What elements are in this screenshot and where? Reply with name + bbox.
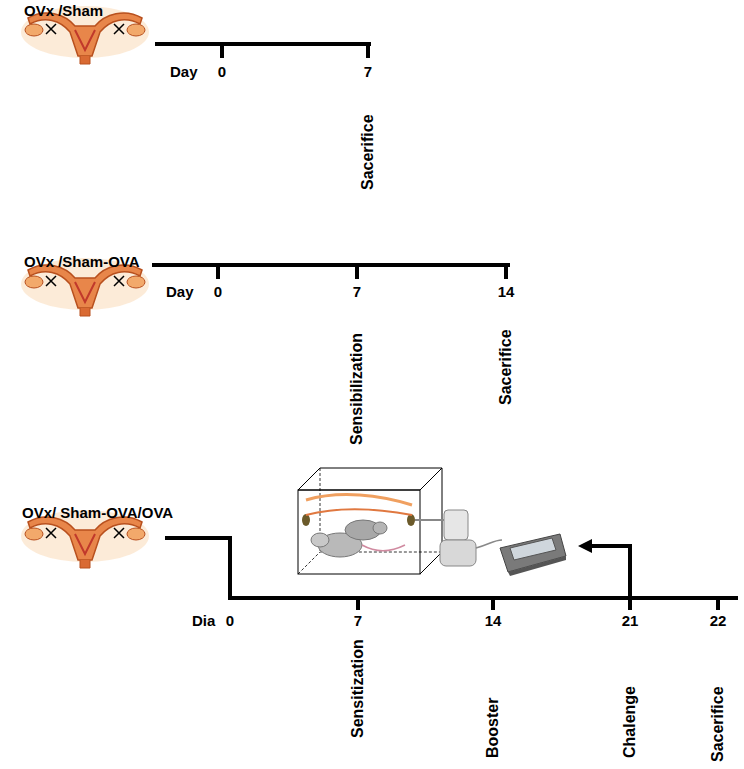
day-number: 14 — [498, 284, 515, 301]
tick — [220, 44, 224, 58]
day-number: 7 — [353, 284, 361, 301]
tick — [216, 265, 220, 279]
tick — [504, 265, 508, 279]
timeline — [152, 263, 510, 267]
event-label: Chalenge — [621, 686, 639, 758]
group-title: OVx/ Sham-OVA/OVA — [22, 505, 173, 522]
day-number: 0 — [226, 613, 234, 630]
nebulizer-controller — [500, 534, 566, 576]
group-title: OVx /Sham-OVA — [24, 254, 140, 271]
tick — [628, 598, 632, 610]
day-number: 22 — [710, 613, 727, 630]
timeline — [155, 42, 371, 46]
day-number: 0 — [214, 284, 222, 301]
event-label: Booster — [484, 698, 502, 758]
tick — [366, 44, 370, 58]
axis-label: Dia — [192, 613, 215, 630]
group-title: OVx /Sham — [24, 3, 103, 20]
event-label: Sacerifice — [497, 329, 515, 405]
day-number: 0 — [218, 64, 226, 81]
axis-label: Day — [170, 64, 198, 81]
event-label: Sensitization — [349, 639, 367, 738]
arrowhead — [578, 539, 592, 553]
tick — [716, 598, 720, 610]
tick — [491, 598, 495, 610]
day-number: 14 — [485, 613, 502, 630]
day-number: 7 — [364, 64, 372, 81]
axis-label: Day — [166, 284, 194, 301]
event-label: Sacerifice — [709, 686, 727, 762]
challenge-arrow — [590, 546, 630, 598]
day-number: 21 — [622, 613, 639, 630]
event-label: Sacerifice — [359, 114, 377, 190]
tick — [355, 265, 359, 279]
tick — [356, 598, 360, 610]
nebulizer — [415, 510, 502, 566]
event-label: Sensibilization — [348, 333, 366, 445]
day-number: 7 — [354, 613, 362, 630]
timeline — [165, 538, 738, 598]
